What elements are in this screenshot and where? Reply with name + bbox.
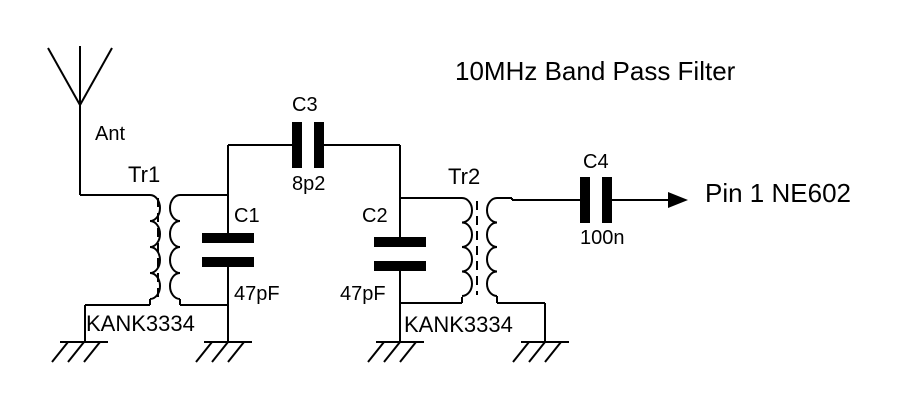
transformer-tr2 bbox=[461, 197, 498, 297]
output-arrow-icon bbox=[668, 192, 688, 208]
capacitor-c3 bbox=[292, 122, 324, 168]
c4-value-label: 100n bbox=[580, 227, 625, 249]
c1-value-label: 47pF bbox=[234, 283, 280, 305]
ground-symbol-1 bbox=[51, 341, 108, 363]
c1-node-wires bbox=[179, 145, 229, 342]
tr2-ref-label: Tr2 bbox=[448, 164, 480, 189]
c4-ref-label: C4 bbox=[583, 151, 609, 173]
tr2-ground-wire bbox=[496, 296, 546, 342]
tr1-part-label: KANK3334 bbox=[86, 311, 195, 336]
capacitor-c2 bbox=[374, 237, 426, 271]
output-wires bbox=[497, 197, 668, 201]
c3-value-label: 8p2 bbox=[292, 173, 325, 195]
capacitor-c4 bbox=[580, 177, 612, 223]
c2-ref-label: C2 bbox=[362, 205, 388, 227]
ground-symbol-4 bbox=[512, 341, 569, 363]
c2-node-wires bbox=[399, 145, 463, 342]
antenna-label: Ant bbox=[95, 123, 125, 145]
tr1-ref-label: Tr1 bbox=[128, 162, 160, 187]
transformer-tr1 bbox=[149, 194, 181, 300]
ground-symbol-3 bbox=[367, 341, 424, 363]
tr2-part-label: KANK3334 bbox=[404, 312, 513, 337]
capacitor-c1 bbox=[202, 233, 254, 267]
c3-ref-label: C3 bbox=[292, 94, 318, 116]
output-label: Pin 1 NE602 bbox=[705, 178, 851, 208]
antenna-symbol bbox=[47, 46, 150, 196]
tr1-ground-wire bbox=[84, 299, 151, 342]
c2-value-label: 47pF bbox=[340, 283, 386, 305]
c1-ref-label: C1 bbox=[234, 205, 260, 227]
diagram-title: 10MHz Band Pass Filter bbox=[455, 56, 736, 86]
ground-symbol-2 bbox=[195, 341, 252, 363]
